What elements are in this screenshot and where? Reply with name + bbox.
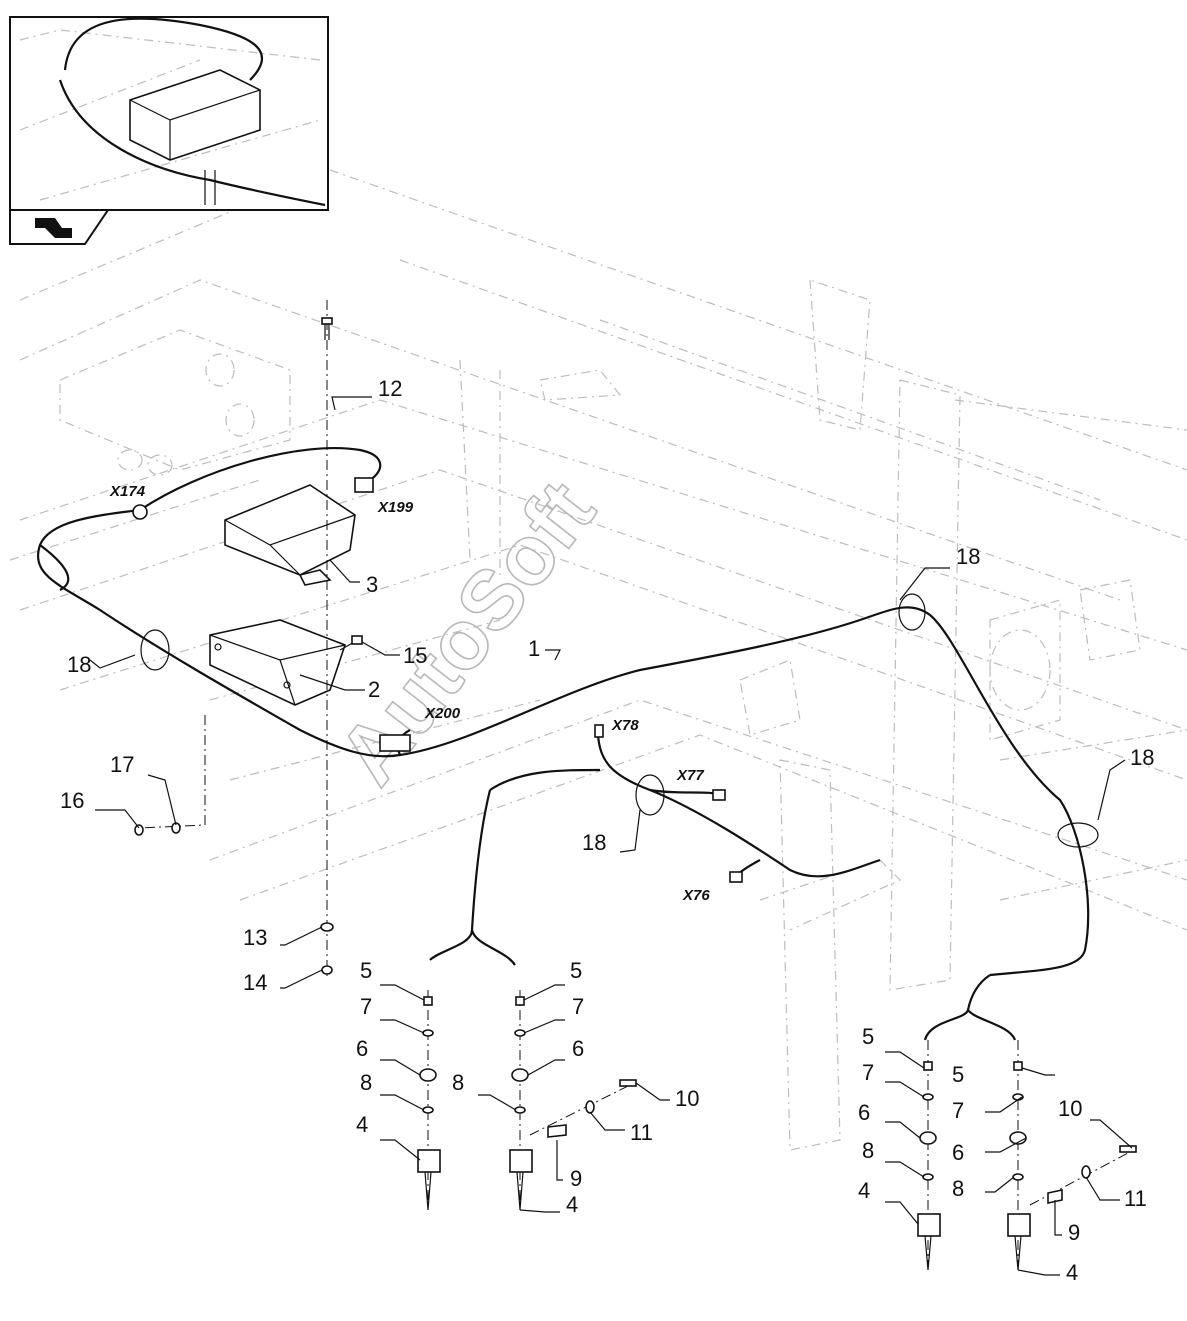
callout-5-b[interactable]: 5: [570, 958, 582, 983]
callout-7-b[interactable]: 7: [572, 994, 584, 1019]
inset-detail-view: [9, 16, 329, 211]
sensor-stack-a: [417, 990, 441, 1211]
callout-5-d[interactable]: 5: [952, 1062, 964, 1087]
callout-12[interactable]: 12: [378, 376, 402, 401]
callout-5-a[interactable]: 5: [360, 958, 372, 983]
callout-7-a[interactable]: 7: [360, 994, 372, 1019]
cable-tie-3: [635, 774, 665, 816]
callout-7-d[interactable]: 7: [952, 1098, 964, 1123]
callout-15[interactable]: 15: [403, 643, 427, 668]
callout-numbers: 12 3 2 15 1 18 18 18 18 17 16 13 14 5 7 …: [60, 376, 1154, 1285]
sensor-stack-b: [509, 990, 637, 1211]
callout-6-d[interactable]: 6: [952, 1140, 964, 1165]
callout-11-b[interactable]: 11: [1124, 1186, 1147, 1211]
cable-tie-2: [898, 593, 926, 631]
callout-16[interactable]: 16: [60, 788, 84, 813]
callout-6-c[interactable]: 6: [858, 1100, 870, 1125]
watermark: AutoSoft: [320, 464, 612, 801]
connector-labels: X174 X199 X200 X78 X77 X76: [109, 483, 710, 904]
connector-x199[interactable]: X199: [377, 499, 414, 516]
callout-8-d[interactable]: 8: [952, 1176, 964, 1201]
callout-6-a[interactable]: 6: [356, 1036, 368, 1061]
leader-lines: [89, 396, 1133, 1276]
view-direction-tab[interactable]: [9, 209, 110, 245]
callout-4-b[interactable]: 4: [566, 1192, 578, 1217]
callout-10-a[interactable]: 10: [675, 1086, 699, 1111]
cable-tie-1: [140, 629, 170, 671]
machine-frame-outline: [9, 169, 1187, 1151]
callout-9-b[interactable]: 9: [1068, 1220, 1080, 1245]
control-module: [224, 484, 356, 586]
connector-x78[interactable]: X78: [611, 717, 639, 734]
callout-8-a[interactable]: 8: [360, 1070, 372, 1095]
callout-18-right[interactable]: 18: [1130, 745, 1154, 770]
callout-7-c[interactable]: 7: [862, 1060, 874, 1085]
callout-18-left[interactable]: 18: [67, 652, 91, 677]
callout-2[interactable]: 2: [368, 677, 380, 702]
cable-tie-loops: [140, 593, 1099, 848]
sensor-stack-c: [917, 1040, 941, 1271]
callout-11-a[interactable]: 11: [630, 1120, 653, 1145]
wire-harness: [37, 446, 1090, 1041]
callout-8-c[interactable]: 8: [862, 1138, 874, 1163]
callout-13[interactable]: 13: [243, 925, 267, 950]
callout-6-b[interactable]: 6: [572, 1036, 584, 1061]
callout-5-c[interactable]: 5: [862, 1024, 874, 1049]
callout-1[interactable]: 1: [528, 636, 540, 661]
callout-4-c[interactable]: 4: [858, 1178, 870, 1203]
callout-8-b[interactable]: 8: [452, 1070, 464, 1095]
cable-tie-4: [1057, 822, 1099, 848]
connector-x174[interactable]: X174: [109, 483, 146, 500]
connector-x200[interactable]: X200: [424, 705, 461, 722]
callout-4-d[interactable]: 4: [1066, 1260, 1078, 1285]
callout-17[interactable]: 17: [110, 752, 134, 777]
connector-x77[interactable]: X77: [676, 767, 704, 784]
callout-14[interactable]: 14: [243, 970, 267, 995]
callout-18-top-right[interactable]: 18: [956, 544, 980, 569]
callout-3[interactable]: 3: [366, 572, 378, 597]
callout-4-a[interactable]: 4: [356, 1112, 368, 1137]
connector-x76[interactable]: X76: [682, 887, 710, 904]
washer-set-16-17: [134, 715, 206, 836]
sensor-stack-d: [1007, 1040, 1137, 1271]
callout-18-center[interactable]: 18: [582, 830, 606, 855]
callout-10-b[interactable]: 10: [1058, 1096, 1082, 1121]
callout-9-a[interactable]: 9: [570, 1166, 582, 1191]
mounting-bracket: [209, 619, 347, 706]
bolt-stack-left: [320, 300, 363, 980]
